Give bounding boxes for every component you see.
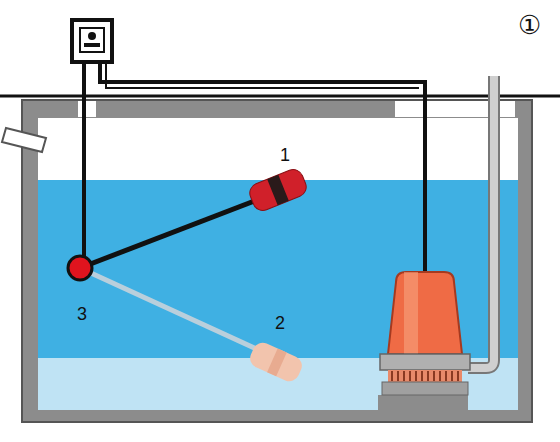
callout-number: 3	[77, 305, 87, 323]
float-high-band	[267, 175, 289, 205]
pump-highlight	[404, 272, 418, 354]
control-icon	[88, 32, 96, 40]
strainer-slot	[457, 371, 459, 381]
strainer-slot	[451, 371, 453, 381]
callout-number: 1	[280, 146, 290, 164]
strainer-slot	[433, 371, 435, 381]
strainer-slot	[409, 371, 411, 381]
strainer-slot	[397, 371, 399, 381]
float-high-body	[247, 167, 309, 214]
float-high	[247, 167, 309, 214]
pivot	[68, 256, 92, 280]
control-icon	[84, 43, 100, 47]
strainer-slot	[391, 371, 393, 381]
discharge-pipe	[468, 76, 494, 368]
tank-wall	[22, 100, 532, 422]
float-cable	[82, 60, 86, 268]
strainer-slot	[415, 371, 417, 381]
strainer-slot	[445, 371, 447, 381]
figure-number: ①	[518, 12, 541, 38]
pump-motor	[388, 272, 462, 354]
inlet-pipe	[2, 128, 46, 152]
pump-housing	[380, 354, 470, 370]
pump-strainer-slots	[392, 371, 458, 381]
pump-cable	[106, 60, 419, 88]
float-arm-high	[80, 198, 262, 268]
strainer-slot	[427, 371, 429, 381]
strainer-slot	[421, 371, 423, 381]
strainer-slot	[439, 371, 441, 381]
strainer-slot	[403, 371, 405, 381]
control-icon	[80, 28, 104, 52]
pump-foot	[382, 382, 468, 395]
tank-cavity	[38, 118, 518, 410]
water	[38, 180, 518, 410]
float-low-body	[247, 340, 305, 385]
callout-number: 2	[275, 314, 285, 332]
control-box	[72, 20, 112, 62]
discharge-pipe	[468, 76, 494, 368]
pump-strainer	[388, 370, 462, 382]
float-low-band	[267, 348, 287, 376]
pump-pedestal	[378, 395, 468, 410]
lid-opening	[78, 101, 96, 117]
float-arm-low	[80, 268, 272, 356]
float-low	[247, 340, 305, 385]
